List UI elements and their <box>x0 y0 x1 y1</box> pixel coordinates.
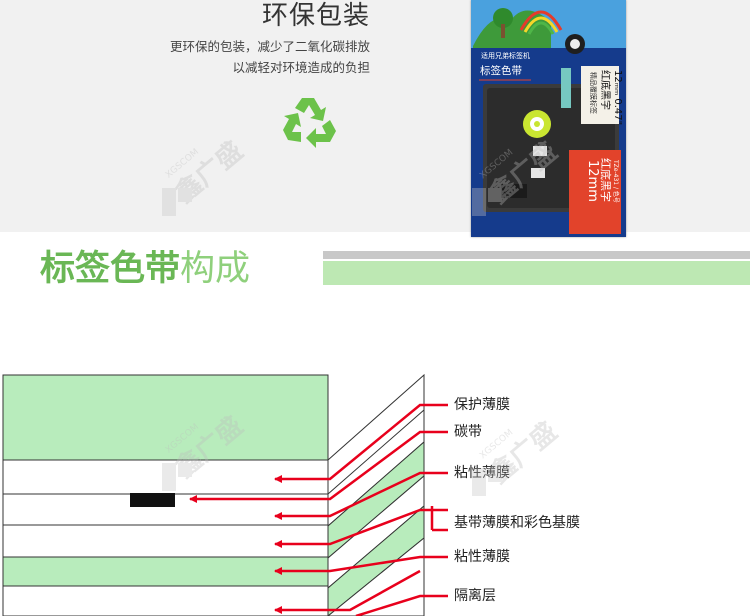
label-small-text: 精品覆膜标签 <box>589 72 597 114</box>
header-green-bar <box>323 261 750 285</box>
section-title: 标签色带构成 <box>40 244 250 294</box>
spec-text: 12ₘₘ 0.47" <box>612 70 623 126</box>
layer-arrows <box>189 403 448 616</box>
layer-front-faces <box>2 374 329 616</box>
eco-packaging-section <box>0 0 750 232</box>
watermark-logo: 鑫广盛 XGSCOM <box>472 136 563 216</box>
section-title-bold: 标签色带 <box>40 249 181 289</box>
layer-label: 碳带 <box>454 424 482 440</box>
layer-diagram: 保护薄膜 碳带 粘性薄膜 基带薄膜和彩色基膜 粘性薄膜 隔离层 <box>0 360 750 616</box>
product-artwork <box>471 0 626 234</box>
recycle-icon <box>283 98 336 148</box>
label-upper-text: 红底黑字 <box>599 70 610 110</box>
eco-title: 环保包装 <box>261 1 370 31</box>
layer-side-faces <box>327 373 425 616</box>
product-name: 标签色带 <box>480 65 522 77</box>
watermark-logo: 鑫广盛 XGSCOM <box>162 135 249 216</box>
layer-label: 保护薄膜 <box>454 397 510 413</box>
carbon-ribbon-block <box>130 493 175 507</box>
bracket-connector <box>430 506 448 532</box>
section-title-light: 构成 <box>180 249 251 289</box>
product-package-image: 适用兄弟标签机 标签色带 12ₘₘ 0.47" 红底黑字 精品覆膜标签 TZe-… <box>471 0 626 237</box>
label-lower-text: 红底黑字 <box>599 158 612 202</box>
header-gray-bar <box>323 251 750 259</box>
layer-diagram-graphic <box>2 373 448 616</box>
layer-label: 粘性薄膜 <box>454 549 510 565</box>
watermark-logo: 鑫广盛 XGSCOM <box>162 410 249 491</box>
layer-label: 隔离层 <box>454 588 496 604</box>
watermark-logo: 鑫广盛 XGSCOM <box>472 416 563 496</box>
layer-label: 基带薄膜和彩色基膜 <box>454 515 580 531</box>
layer-label: 粘性薄膜 <box>454 464 510 482</box>
eco-description-line-2: 以减轻对环境造成的负担 <box>232 60 370 75</box>
compatibility-text: 适用兄弟标签机 <box>481 52 530 60</box>
eco-description-line-1: 更环保的包装，减少了二氧化碳排放 <box>169 39 370 54</box>
